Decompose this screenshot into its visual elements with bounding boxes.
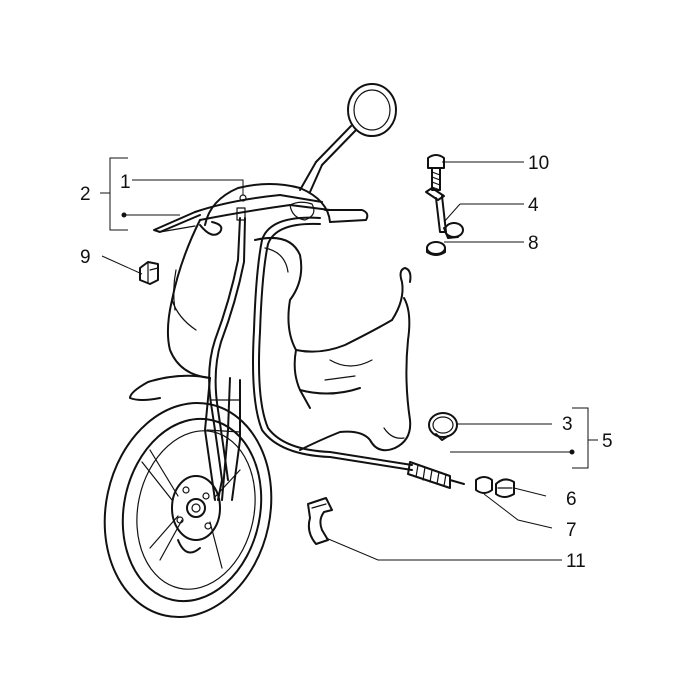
callout-10: 10 — [528, 153, 549, 174]
callout-3: 3 — [562, 414, 573, 435]
callout-5: 5 — [602, 431, 613, 452]
callout-11: 11 — [566, 551, 586, 572]
callout-9: 9 — [80, 247, 91, 268]
handlebar — [153, 194, 369, 236]
nut-part-8 — [426, 241, 446, 256]
mirror — [299, 83, 397, 193]
leader-lines — [100, 157, 598, 561]
bolt-part-10 — [427, 154, 445, 191]
callout-dot-5 — [569, 449, 575, 455]
front-shield — [129, 183, 331, 401]
cable-end-fitting — [407, 461, 465, 489]
callout-1: 1 — [120, 172, 131, 193]
brake-cables — [208, 194, 413, 501]
callout-dot-2 — [121, 212, 127, 218]
floorboard-and-rear-body — [293, 267, 412, 452]
bracket-part-11 — [307, 497, 333, 545]
callout-6: 6 — [566, 489, 577, 510]
callout-8: 8 — [528, 233, 539, 254]
cap-part-6 — [495, 478, 515, 498]
clamp-part-9 — [139, 261, 159, 285]
scooter-illustration — [103, 83, 465, 619]
bracket-part-4 — [425, 187, 464, 239]
cap-part-7 — [475, 476, 493, 494]
callout-7: 7 — [566, 520, 577, 541]
hose-clip-part-3 — [428, 412, 458, 441]
callout-2: 2 — [80, 184, 91, 205]
callout-4: 4 — [528, 195, 539, 216]
